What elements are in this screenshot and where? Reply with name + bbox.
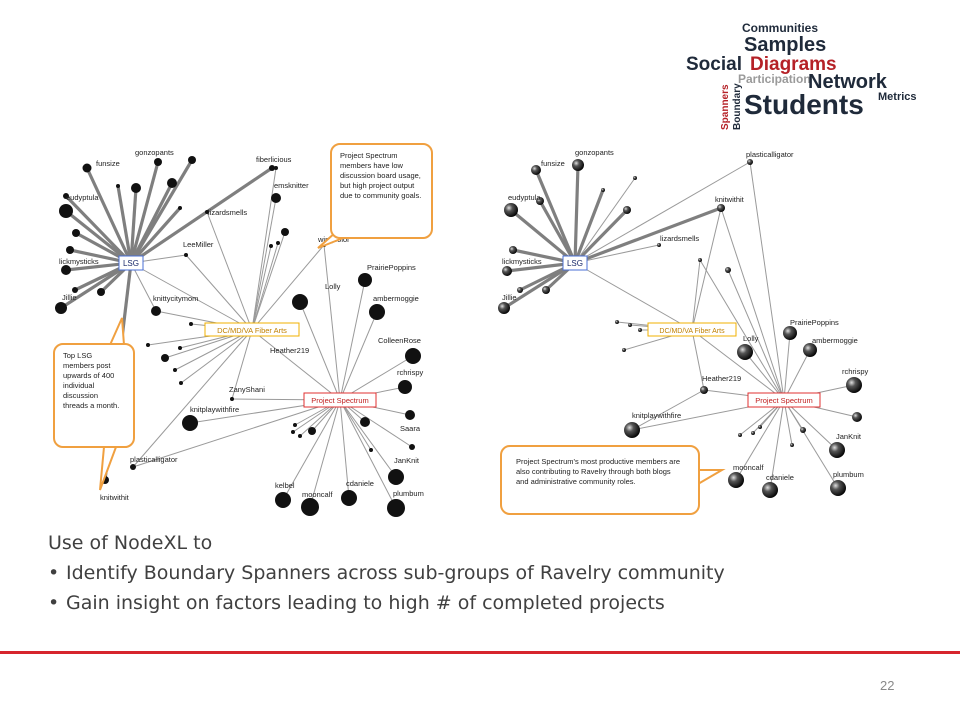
callout-project-spectrum-usage: Project Spectrum members have low discus… (330, 143, 433, 239)
node-label: Lolly (325, 282, 341, 291)
node-label: PrairiePoppins (790, 318, 839, 327)
node-label: gonzopants (575, 148, 614, 157)
caption-bullets: Identify Boundary Spanners across sub-gr… (48, 558, 928, 618)
network-diagram-right: LSG DC/MD/VA Fiber Arts Project Spectrum… (498, 148, 869, 498)
node-label: knitwithit (715, 195, 745, 204)
svg-text:DC/MD/VA Fiber Arts: DC/MD/VA Fiber Arts (659, 328, 725, 335)
node-label: funsize (96, 159, 120, 168)
node-labels: funsize gonzopants fiberlicious emsknitt… (59, 148, 424, 502)
word-participation: Participation (738, 72, 811, 86)
node-label: knitplaywithfire (632, 411, 681, 420)
node-label: lizardsmells (208, 208, 247, 217)
node-label: funsize (541, 159, 565, 168)
network-diagram-left: LSG DC/MD/VA Fiber Arts Project Spectrum… (55, 148, 424, 517)
node-label: ColleenRose (378, 336, 421, 345)
node-label: Heather219 (270, 346, 309, 355)
node-label: gonzopants (135, 148, 174, 157)
node-label: kelbel (275, 481, 295, 490)
node-label: rchrispy (397, 368, 424, 377)
svg-text:LSG: LSG (123, 259, 139, 268)
node-label: fiberlicious (256, 155, 292, 164)
word-social: Social (686, 54, 742, 75)
bullet-item: Gain insight on factors leading to high … (48, 588, 928, 618)
edges (503, 161, 858, 491)
hub-project-spectrum: Project Spectrum (747, 392, 821, 408)
node-labels: funsize gonzopants plasticalligator eudy… (502, 148, 869, 482)
node-label: knitplaywithfire (190, 405, 239, 414)
word-spanners: Spanners (720, 84, 731, 130)
svg-text:DC/MD/VA Fiber Arts: DC/MD/VA Fiber Arts (217, 326, 287, 335)
node-label: mooncalf (733, 463, 764, 472)
footer-rule (0, 651, 960, 654)
svg-text:LSG: LSG (567, 259, 583, 268)
node-label: Heather219 (702, 374, 741, 383)
node-label: plasticalligator (130, 455, 178, 464)
bullet-item: Identify Boundary Spanners across sub-gr… (48, 558, 928, 588)
svg-text:Project Spectrum: Project Spectrum (311, 396, 369, 405)
node-label: PrairiePoppins (367, 263, 416, 272)
hub-lsg: LSG (562, 255, 588, 271)
node-label: cdaniele (766, 473, 794, 482)
word-network: Network (808, 71, 888, 93)
node-label: cdaniele (346, 479, 374, 488)
word-metrics: Metrics (878, 91, 917, 103)
node-label: JanKnit (836, 432, 862, 441)
node-label: ZanyShani (229, 385, 265, 394)
node-label: knitwithit (100, 493, 130, 502)
node-label: plumbum (833, 470, 864, 479)
node-label: LeeMiller (183, 240, 214, 249)
node-label: lizardsmells (660, 234, 699, 243)
node-label: Jillie (502, 293, 517, 302)
node-label: JanKnit (394, 456, 420, 465)
node-label: mooncalf (302, 490, 333, 499)
node-label: plumbum (393, 489, 424, 498)
word-samples: Samples (744, 34, 826, 56)
node-label: Lolly (743, 334, 759, 343)
callout-lsg-members: Top LSG members post upwards of 400 indi… (53, 343, 135, 448)
word-diagrams: Diagrams (750, 54, 837, 75)
node-label: lickmysticks (502, 257, 542, 266)
node-label: emsknitter (274, 181, 309, 190)
slide-caption: Use of NodeXL to Identify Boundary Spann… (48, 528, 928, 618)
word-communities: Communities (742, 21, 818, 35)
hub-fiber-arts: DC/MD/VA Fiber Arts (647, 322, 737, 337)
hub-project-spectrum: Project Spectrum (303, 392, 377, 408)
word-students: Students (744, 89, 864, 120)
hub-lsg: LSG (118, 255, 144, 271)
node-label: knittycitymom (153, 294, 198, 303)
word-cloud: Communities Samples Social Diagrams Part… (686, 21, 917, 130)
callout-project-spectrum-productive: Project Spectrum's most productive membe… (500, 445, 700, 515)
node-label: Jillie (62, 293, 77, 302)
svg-text:Project Spectrum: Project Spectrum (755, 396, 813, 405)
page-number: 22 (880, 678, 895, 693)
nodes (498, 159, 862, 498)
node-label: plasticalligator (746, 150, 794, 159)
node-label: lickmysticks (59, 257, 99, 266)
node-label: Saara (400, 424, 421, 433)
node-label: rchrispy (842, 367, 869, 376)
node-label: ambermoggie (373, 294, 419, 303)
word-boundary: Boundary (732, 83, 743, 130)
caption-heading: Use of NodeXL to (48, 532, 213, 554)
node-label: ambermoggie (812, 336, 858, 345)
node-label: eudyptula (508, 193, 541, 202)
node-label: eudyptula (66, 193, 99, 202)
hub-fiber-arts: DC/MD/VA Fiber Arts (204, 322, 300, 337)
